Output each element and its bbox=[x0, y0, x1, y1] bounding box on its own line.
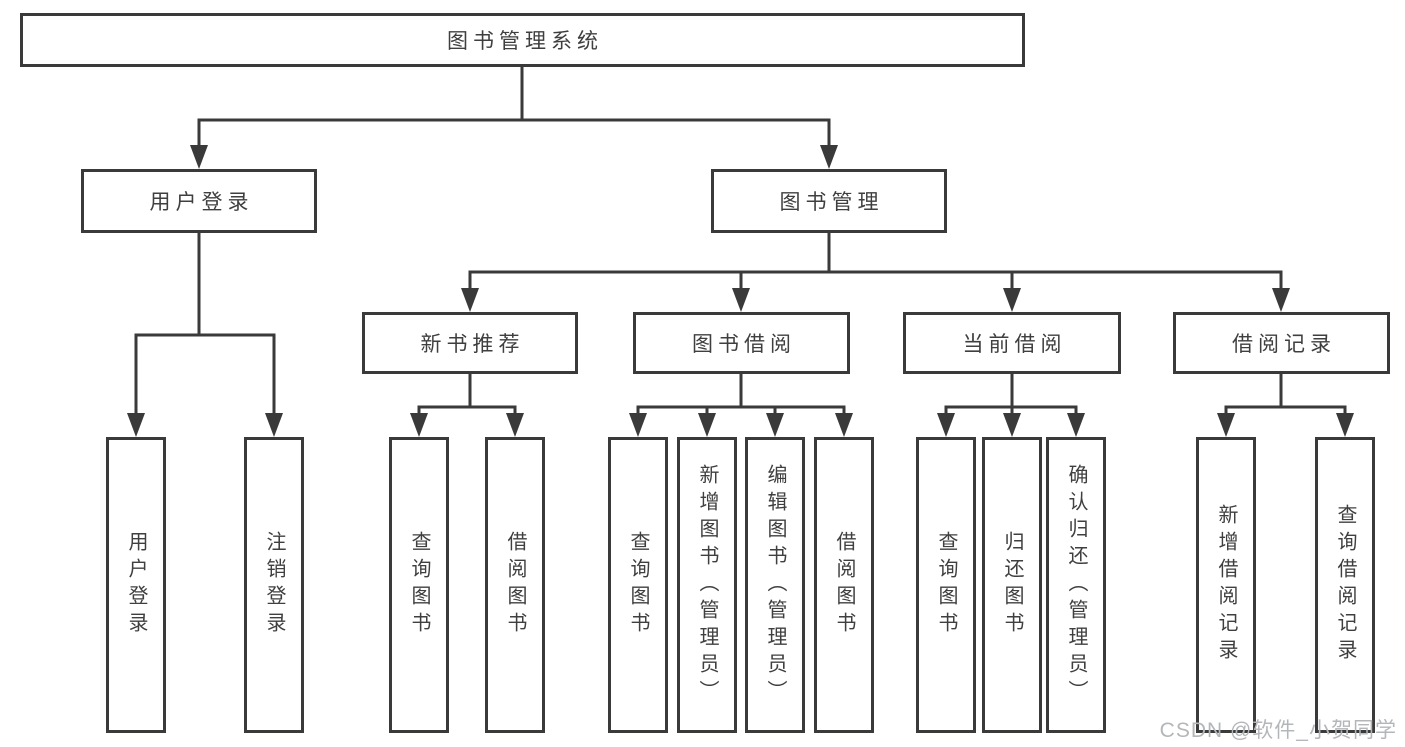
connector-user-login-to-leaves bbox=[134, 233, 276, 419]
leaf-logout: 注销登录 bbox=[244, 437, 304, 733]
connector-borrow-records-to-leaves bbox=[1224, 374, 1347, 419]
leaf-user-login-label: 用户登录 bbox=[125, 531, 147, 639]
leaf-query-books-1-label: 查询图书 bbox=[408, 531, 430, 639]
leaf-query-books-2-label: 查询图书 bbox=[627, 531, 649, 639]
node-user-login: 用户登录 bbox=[81, 169, 317, 233]
node-book-borrow-label: 图书借阅 bbox=[692, 333, 796, 356]
connector-book-borrow-to-leaves bbox=[636, 374, 846, 419]
node-new-book-recommend: 新书推荐 bbox=[362, 312, 578, 374]
leaf-query-books-2: 查询图书 bbox=[608, 437, 668, 733]
leaf-query-books-3: 查询图书 bbox=[916, 437, 976, 733]
node-book-borrow: 图书借阅 bbox=[633, 312, 850, 374]
node-book-mgmt-label: 图书管理 bbox=[779, 191, 884, 214]
leaf-logout-label: 注销登录 bbox=[263, 531, 285, 639]
leaf-add-books-admin-label: 新增图书（管理员） bbox=[696, 463, 718, 707]
leaf-edit-books-admin-label: 编辑图书（管理员） bbox=[764, 463, 786, 707]
csdn-watermark: CSDN @软件_小贺同学 bbox=[1159, 719, 1397, 742]
leaf-borrow-books-1-label: 借阅图书 bbox=[504, 531, 526, 639]
connector-new-book-to-leaves bbox=[417, 374, 517, 419]
leaf-return-books: 归还图书 bbox=[982, 437, 1042, 733]
node-user-login-label: 用户登录 bbox=[149, 191, 254, 214]
leaf-borrow-books-2-label: 借阅图书 bbox=[833, 531, 855, 639]
node-current-borrow: 当前借阅 bbox=[903, 312, 1121, 374]
leaf-add-borrow-record-label: 新增借阅记录 bbox=[1215, 504, 1237, 666]
leaf-add-books-admin: 新增图书（管理员） bbox=[677, 437, 737, 733]
leaf-edit-books-admin: 编辑图书（管理员） bbox=[745, 437, 805, 733]
leaf-query-borrow-record-label: 查询借阅记录 bbox=[1334, 504, 1356, 666]
leaf-query-borrow-record: 查询借阅记录 bbox=[1315, 437, 1375, 733]
connector-book-mgmt-to-level3 bbox=[468, 233, 1283, 293]
node-borrow-records: 借阅记录 bbox=[1173, 312, 1390, 374]
node-current-borrow-label: 当前借阅 bbox=[962, 333, 1067, 356]
leaf-return-books-label: 归还图书 bbox=[1001, 531, 1023, 639]
leaf-user-login: 用户登录 bbox=[106, 437, 166, 733]
leaf-confirm-return-admin: 确认归还（管理员） bbox=[1046, 437, 1106, 733]
node-root: 图书管理系统 bbox=[20, 13, 1025, 67]
leaf-query-books-3-label: 查询图书 bbox=[935, 531, 957, 639]
leaf-add-borrow-record: 新增借阅记录 bbox=[1196, 437, 1256, 733]
leaf-borrow-books-1: 借阅图书 bbox=[485, 437, 545, 733]
leaf-query-books-1: 查询图书 bbox=[389, 437, 449, 733]
leaf-confirm-return-admin-label: 确认归还（管理员） bbox=[1065, 463, 1087, 707]
connector-root-to-level2 bbox=[197, 66, 831, 150]
connector-current-borrow-to-leaves bbox=[944, 374, 1078, 419]
leaf-borrow-books-2: 借阅图书 bbox=[814, 437, 874, 733]
node-root-label: 图书管理系统 bbox=[447, 30, 603, 53]
node-book-mgmt: 图书管理 bbox=[711, 169, 947, 233]
node-new-book-recommend-label: 新书推荐 bbox=[420, 333, 525, 356]
node-borrow-records-label: 借阅记录 bbox=[1232, 333, 1336, 356]
